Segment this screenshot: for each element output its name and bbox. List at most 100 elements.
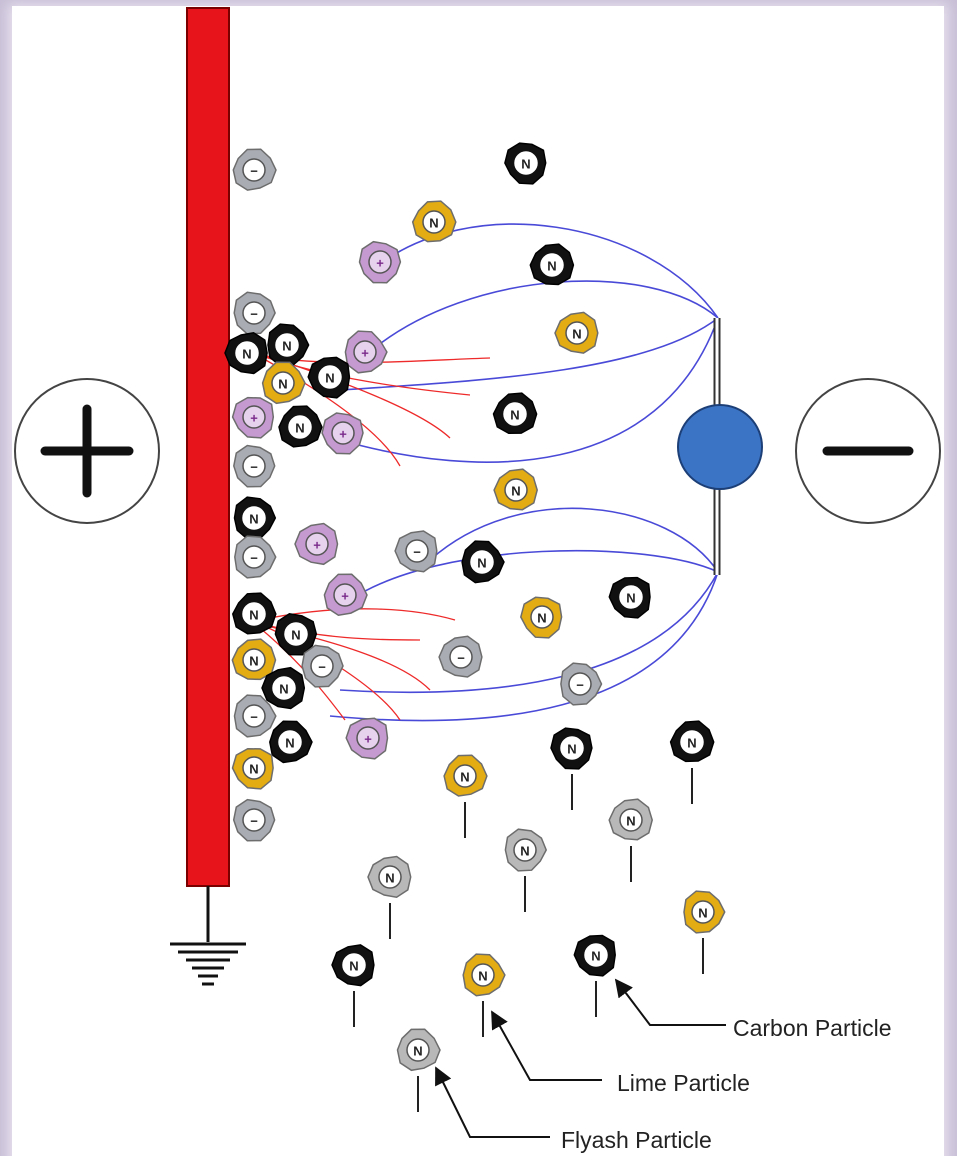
lime-particle: N: [231, 638, 277, 681]
charge-mark: N: [249, 654, 258, 669]
charge-mark: N: [249, 762, 258, 777]
positive-ion-particle: +: [323, 573, 368, 616]
field-line: [371, 223, 719, 319]
particle-core: [619, 585, 643, 609]
particle-core: [378, 865, 402, 889]
carbon-particle: N: [267, 323, 310, 367]
charge-mark: N: [510, 408, 519, 423]
charge-mark: N: [537, 611, 546, 626]
charge-mark: N: [591, 949, 600, 964]
label-pointers: [435, 978, 726, 1138]
carbon-particle: N: [550, 727, 593, 810]
lime-particle-label: Lime Particle: [617, 1070, 750, 1096]
charge-mark: −: [250, 814, 258, 829]
charge-mark: +: [313, 538, 321, 553]
lime-particle: N: [462, 953, 506, 1037]
particle-core: [242, 704, 266, 728]
charge-mark: N: [413, 1044, 422, 1059]
carbon-particle: N: [278, 405, 323, 448]
particle-core: [242, 506, 266, 530]
field-line: [339, 317, 719, 463]
particle-core: [242, 545, 266, 569]
particle-core: [331, 421, 355, 445]
particle-core: [584, 943, 608, 967]
flyash-particle-label: Flyash Particle: [561, 1127, 712, 1153]
particle-core: [514, 151, 538, 175]
particle-core: [318, 365, 342, 389]
particle-core: [680, 730, 704, 754]
particle-core: [305, 532, 329, 556]
field-line: [339, 317, 719, 391]
particle-core: [242, 301, 266, 325]
positive-ion-particle: +: [321, 412, 364, 455]
carbon-particle: N: [307, 356, 351, 399]
particle-core: [368, 250, 392, 274]
negative-ion-particle: −: [560, 662, 603, 706]
negative-ion-particle: −: [438, 635, 483, 678]
particle-core: [453, 764, 477, 788]
charge-mark: N: [687, 736, 696, 751]
positive-ion-particle: +: [231, 396, 275, 439]
positive-ion-particle: +: [358, 240, 402, 284]
negative-ion-particle: −: [232, 148, 277, 191]
carbon-particle: N: [274, 613, 318, 656]
particle-core: [471, 963, 495, 987]
particle-core: [242, 756, 266, 780]
negative-ion-particle: −: [233, 291, 276, 335]
particle-core: [288, 415, 312, 439]
ground-icon: [170, 886, 246, 986]
lime-particle: N: [683, 890, 726, 974]
particle-core: [333, 583, 357, 607]
flyash-particle: N: [608, 798, 653, 882]
particle-core: [503, 402, 527, 426]
negative-ion-particle: −: [233, 444, 276, 488]
particle-core: [619, 808, 643, 832]
charge-mark: −: [250, 307, 258, 322]
negative-ion-particle: −: [234, 535, 277, 579]
particle-core: [278, 730, 302, 754]
charge-mark: N: [429, 216, 438, 231]
particle-core: [272, 676, 296, 700]
particle-core: [406, 1038, 430, 1062]
charge-mark: −: [457, 651, 465, 666]
carbon-particle: N: [261, 666, 306, 710]
particle-core: [449, 645, 473, 669]
charge-mark: +: [250, 411, 258, 426]
particle-core: [470, 550, 494, 574]
carbon-particle: N: [461, 540, 505, 584]
charge-mark: −: [250, 460, 258, 475]
charge-mark: −: [413, 545, 421, 560]
particle-core: [513, 838, 537, 862]
lime-particle: N: [554, 311, 599, 354]
charge-mark: N: [285, 736, 294, 751]
particle-core: [540, 253, 564, 277]
carbon-particle-label: Carbon Particle: [733, 1015, 892, 1041]
negative-ion-particle: −: [301, 644, 344, 688]
lime-pointer-arrow: [491, 1010, 602, 1081]
particle-core: [405, 539, 429, 563]
flyash-particle: N: [367, 855, 412, 939]
charge-mark: N: [460, 770, 469, 785]
charge-mark: N: [520, 844, 529, 859]
negative-terminal: [795, 378, 941, 524]
carbon-particle: N: [269, 720, 313, 764]
particle-core: [242, 405, 266, 429]
carbon-particle: N: [331, 944, 375, 1027]
charge-mark: +: [339, 427, 347, 442]
particle-core: [568, 672, 592, 696]
particle-core: [242, 158, 266, 182]
carbon-particle: N: [233, 496, 277, 540]
lime-particle: N: [443, 754, 488, 838]
charge-mark: +: [361, 346, 369, 361]
particle-core: [242, 454, 266, 478]
charge-mark: N: [521, 157, 530, 172]
charge-mark: N: [626, 814, 635, 829]
particle-core: [530, 605, 554, 629]
particle-core: [504, 478, 528, 502]
particle-core: [560, 736, 584, 760]
particle-core: [275, 333, 299, 357]
charge-mark: +: [364, 732, 372, 747]
carbon-particle: N: [573, 934, 616, 1017]
negative-ion-particle: −: [232, 798, 276, 842]
positive-ion-particle: +: [294, 522, 339, 566]
